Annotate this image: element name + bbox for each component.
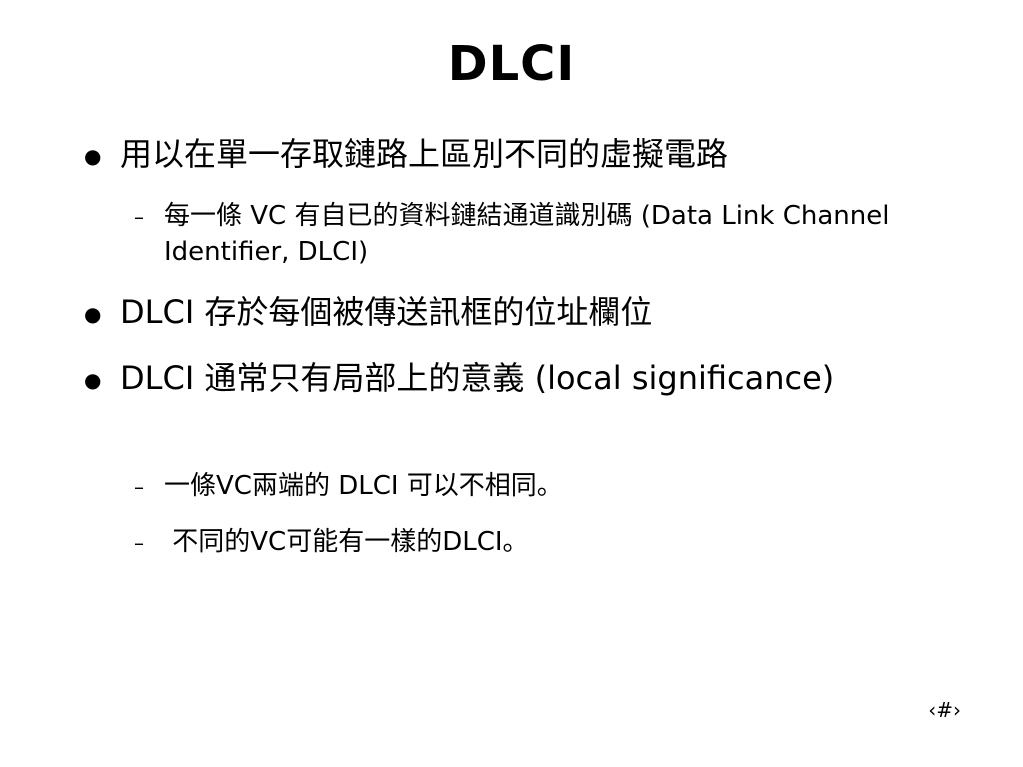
sub-bullet-text: 不同的VC可能有一樣的DLCI。 [164,527,529,557]
bullet-item: ● DLCI 存於每個被傳送訊框的位址欄位 [84,290,924,334]
sub-bullet-marker: – [134,531,144,555]
bullet-marker: ● [84,144,102,168]
sub-bullet-text: 每一條 VC 有自已的資料鏈結通道識別碼 (Data Link Channel … [164,201,890,267]
sub-bullet-marker: – [134,205,144,229]
bullet-text: 用以在單一存取鏈路上區別不同的虛擬電路 [120,135,729,173]
bullet-marker: ● [84,368,102,392]
page-number: ‹#› [928,698,961,722]
bullet-text: DLCI 存於每個被傳送訊框的位址欄位 [120,293,653,331]
sub-bullet-item: – 一條VC兩端的 DLCI 可以不相同。 [134,468,914,504]
sub-bullet-item: – 每一條 VC 有自已的資料鏈結通道識別碼 (Data Link Channe… [134,198,914,270]
sub-bullet-item: – 不同的VC可能有一樣的DLCI。 [134,524,914,560]
bullet-text: DLCI 通常只有局部上的意義 (local significance) [120,359,835,397]
bullet-marker: ● [84,302,102,326]
slide-title: DLCI [447,36,576,92]
sub-bullet-text: 一條VC兩端的 DLCI 可以不相同。 [164,471,563,501]
bullet-item: ● 用以在單一存取鏈路上區別不同的虛擬電路 [84,132,924,176]
bullet-item: ● DLCI 通常只有局部上的意義 (local significance) [84,356,924,400]
sub-bullet-marker: – [134,475,144,499]
